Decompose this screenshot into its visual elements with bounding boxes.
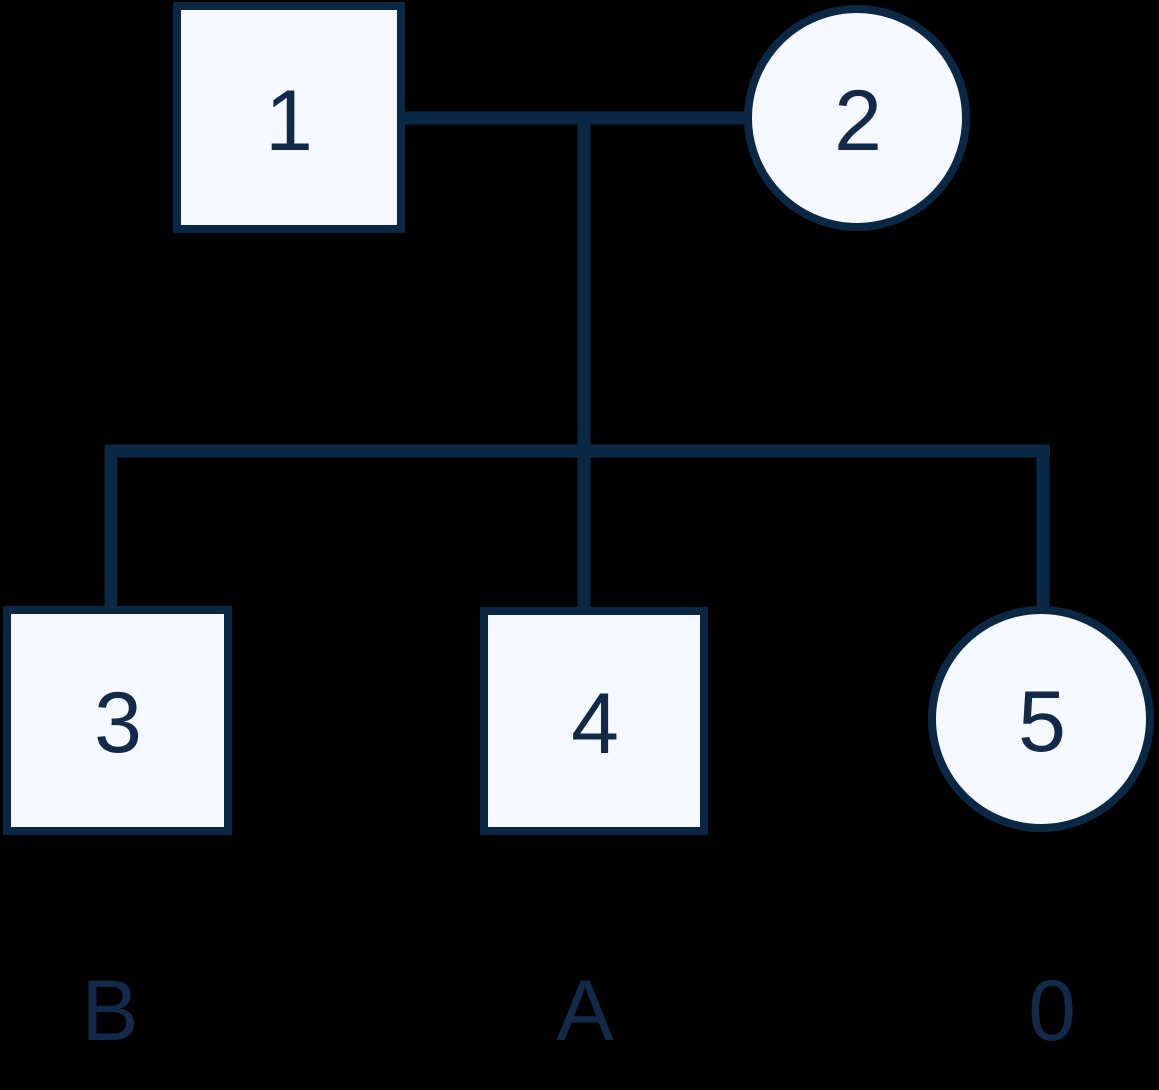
person-2-label: 2 <box>834 73 882 169</box>
person-4-label: 4 <box>571 676 619 772</box>
person-3-label: 3 <box>94 675 142 771</box>
person-1-label: 1 <box>265 73 313 169</box>
person-1-square <box>173 2 405 233</box>
person-2-circle <box>744 5 970 231</box>
annotation-label-3: B <box>81 963 138 1059</box>
person-3-square <box>3 606 232 835</box>
annotation-label-4: A <box>556 963 614 1059</box>
annotation-label-5: 0 <box>1028 963 1076 1059</box>
person-4-square <box>480 607 708 835</box>
person-5-label: 5 <box>1018 674 1066 770</box>
person-5-circle <box>928 606 1154 832</box>
